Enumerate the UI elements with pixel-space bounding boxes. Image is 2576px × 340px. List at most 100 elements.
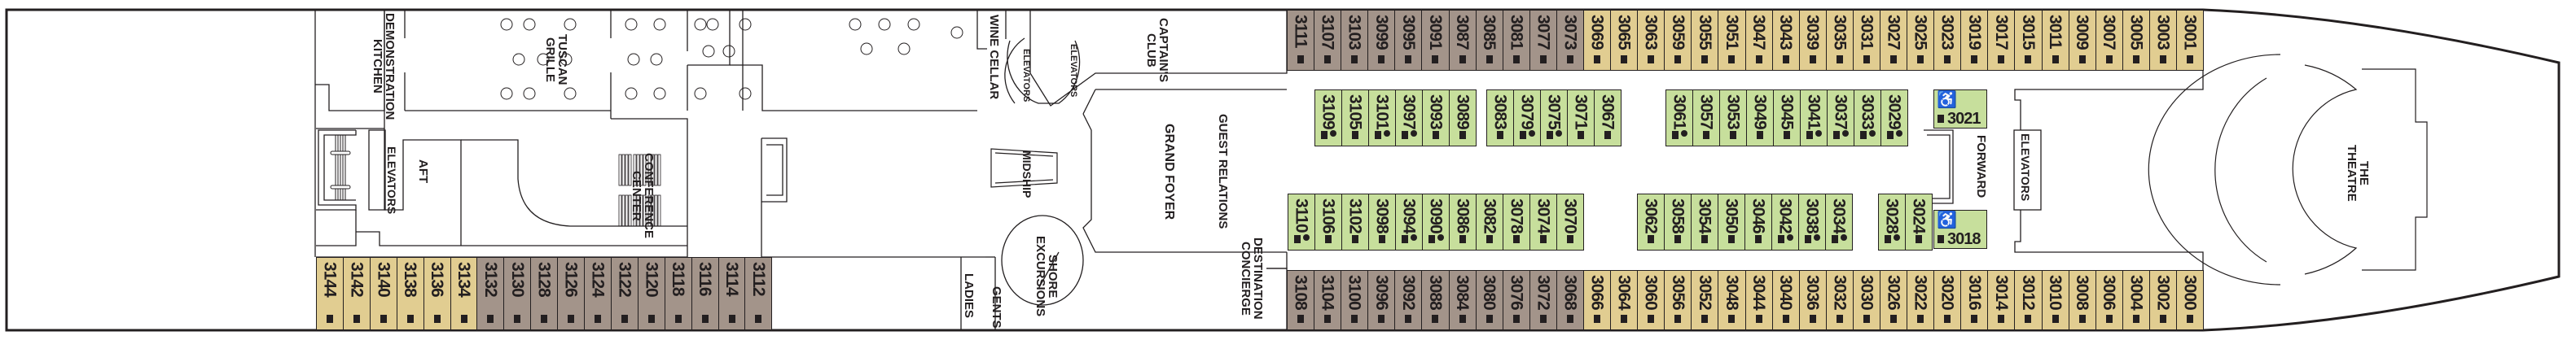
cabin-3002[interactable]: 3002 [2148, 270, 2177, 330]
cabin-3070[interactable]: 3070 [1556, 194, 1584, 251]
cabin-3140[interactable]: 3140 [369, 257, 397, 330]
cabin-3109[interactable]: 3109 [1314, 89, 1342, 146]
cabin-3048[interactable]: 3048 [1718, 270, 1746, 330]
cabin-3039[interactable]: 3039 [1798, 10, 1827, 71]
cabin-3028[interactable]: 3028 [1878, 194, 1906, 251]
cabin-3008[interactable]: 3008 [2068, 270, 2096, 330]
cabin-3079[interactable]: 3079 [1513, 89, 1541, 146]
cabin-3037[interactable]: 3037 [1827, 89, 1854, 146]
cabin-3025[interactable]: 3025 [1907, 10, 1935, 71]
cabin-3017[interactable]: 3017 [1987, 10, 2016, 71]
cabin-3006[interactable]: 3006 [2095, 270, 2123, 330]
cabin-3018[interactable]: ♿3018 [1933, 210, 1987, 249]
cabin-3015[interactable]: 3015 [2014, 10, 2043, 71]
cabin-3083[interactable]: 3083 [1486, 89, 1514, 146]
cabin-3102[interactable]: 3102 [1341, 194, 1369, 251]
cabin-3067[interactable]: 3067 [1594, 89, 1622, 146]
cabin-3038[interactable]: 3038 [1798, 194, 1826, 251]
cabin-3061[interactable]: 3061 [1665, 89, 1693, 146]
cabin-3088[interactable]: 3088 [1421, 270, 1450, 330]
cabin-3072[interactable]: 3072 [1529, 270, 1557, 330]
cabin-3144[interactable]: 3144 [316, 257, 344, 330]
cabin-3097[interactable]: 3097 [1395, 89, 1423, 146]
cabin-3043[interactable]: 3043 [1771, 10, 1800, 71]
cabin-3095[interactable]: 3095 [1394, 10, 1423, 71]
cabin-3020[interactable]: 3020 [1933, 270, 1962, 330]
cabin-3032[interactable]: 3032 [1825, 270, 1854, 330]
cabin-3059[interactable]: 3059 [1664, 10, 1692, 71]
cabin-3044[interactable]: 3044 [1744, 270, 1773, 330]
cabin-3023[interactable]: 3023 [1933, 10, 1962, 71]
cabin-3041[interactable]: 3041 [1800, 89, 1828, 146]
cabin-3126[interactable]: 3126 [557, 257, 586, 330]
cabin-3042[interactable]: 3042 [1771, 194, 1799, 251]
cabin-3108[interactable]: 3108 [1287, 270, 1315, 330]
cabin-3007[interactable]: 3007 [2095, 10, 2123, 71]
cabin-3110[interactable]: 3110 [1288, 194, 1315, 251]
cabin-3056[interactable]: 3056 [1664, 270, 1692, 330]
cabin-3069[interactable]: 3069 [1582, 10, 1612, 71]
cabin-3099[interactable]: 3099 [1367, 10, 1396, 71]
cabin-3030[interactable]: 3030 [1852, 270, 1880, 330]
cabin-3081[interactable]: 3081 [1502, 10, 1530, 71]
cabin-3078[interactable]: 3078 [1503, 194, 1530, 251]
cabin-3071[interactable]: 3071 [1567, 89, 1595, 146]
cabin-3060[interactable]: 3060 [1637, 270, 1665, 330]
cabin-3076[interactable]: 3076 [1502, 270, 1530, 330]
cabin-3053[interactable]: 3053 [1719, 89, 1747, 146]
cabin-3085[interactable]: 3085 [1475, 10, 1503, 71]
cabin-3035[interactable]: 3035 [1825, 10, 1854, 71]
cabin-3019[interactable]: 3019 [1960, 10, 1989, 71]
cabin-3096[interactable]: 3096 [1367, 270, 1396, 330]
cabin-3045[interactable]: 3045 [1773, 89, 1801, 146]
cabin-3100[interactable]: 3100 [1341, 270, 1369, 330]
cabin-3046[interactable]: 3046 [1744, 194, 1772, 251]
cabin-3118[interactable]: 3118 [664, 257, 692, 330]
cabin-3120[interactable]: 3120 [637, 257, 665, 330]
cabin-3058[interactable]: 3058 [1664, 194, 1692, 251]
cabin-3075[interactable]: 3075 [1540, 89, 1568, 146]
cabin-3077[interactable]: 3077 [1529, 10, 1557, 71]
cabin-3051[interactable]: 3051 [1718, 10, 1746, 71]
cabin-3107[interactable]: 3107 [1314, 10, 1342, 71]
cabin-3050[interactable]: 3050 [1718, 194, 1745, 251]
cabin-3005[interactable]: 3005 [2122, 10, 2150, 71]
cabin-3116[interactable]: 3116 [691, 257, 719, 330]
cabin-3001[interactable]: 3001 [2175, 10, 2205, 71]
cabin-3091[interactable]: 3091 [1421, 10, 1450, 71]
cabin-3086[interactable]: 3086 [1449, 194, 1477, 251]
cabin-3033[interactable]: 3033 [1854, 89, 1881, 146]
cabin-3084[interactable]: 3084 [1448, 270, 1477, 330]
cabin-3132[interactable]: 3132 [476, 257, 505, 330]
cabin-3103[interactable]: 3103 [1341, 10, 1369, 71]
cabin-3014[interactable]: 3014 [1987, 270, 2016, 330]
cabin-3124[interactable]: 3124 [584, 257, 612, 330]
cabin-3073[interactable]: 3073 [1556, 10, 1584, 71]
cabin-3004[interactable]: 3004 [2122, 270, 2150, 330]
cabin-3009[interactable]: 3009 [2068, 10, 2096, 71]
cabin-3016[interactable]: 3016 [1960, 270, 1989, 330]
cabin-3114[interactable]: 3114 [718, 257, 746, 330]
cabin-3052[interactable]: 3052 [1691, 270, 1719, 330]
cabin-3087[interactable]: 3087 [1448, 10, 1477, 71]
cabin-3057[interactable]: 3057 [1692, 89, 1720, 146]
cabin-3130[interactable]: 3130 [503, 257, 532, 330]
cabin-3111[interactable]: 3111 [1287, 10, 1315, 71]
cabin-3003[interactable]: 3003 [2148, 10, 2177, 71]
cabin-3021[interactable]: ♿3021 [1933, 89, 1987, 129]
cabin-3142[interactable]: 3142 [342, 257, 371, 330]
cabin-3062[interactable]: 3062 [1637, 194, 1665, 251]
cabin-3066[interactable]: 3066 [1582, 270, 1612, 330]
cabin-3074[interactable]: 3074 [1529, 194, 1557, 251]
cabin-3065[interactable]: 3065 [1610, 10, 1639, 71]
cabin-3090[interactable]: 3090 [1422, 194, 1450, 251]
cabin-3036[interactable]: 3036 [1798, 270, 1827, 330]
cabin-3000[interactable]: 3000 [2175, 270, 2205, 330]
cabin-3064[interactable]: 3064 [1610, 270, 1639, 330]
cabin-3080[interactable]: 3080 [1475, 270, 1503, 330]
cabin-3104[interactable]: 3104 [1314, 270, 1342, 330]
cabin-3122[interactable]: 3122 [610, 257, 639, 330]
cabin-3105[interactable]: 3105 [1341, 89, 1369, 146]
cabin-3040[interactable]: 3040 [1771, 270, 1800, 330]
cabin-3026[interactable]: 3026 [1879, 270, 1908, 330]
